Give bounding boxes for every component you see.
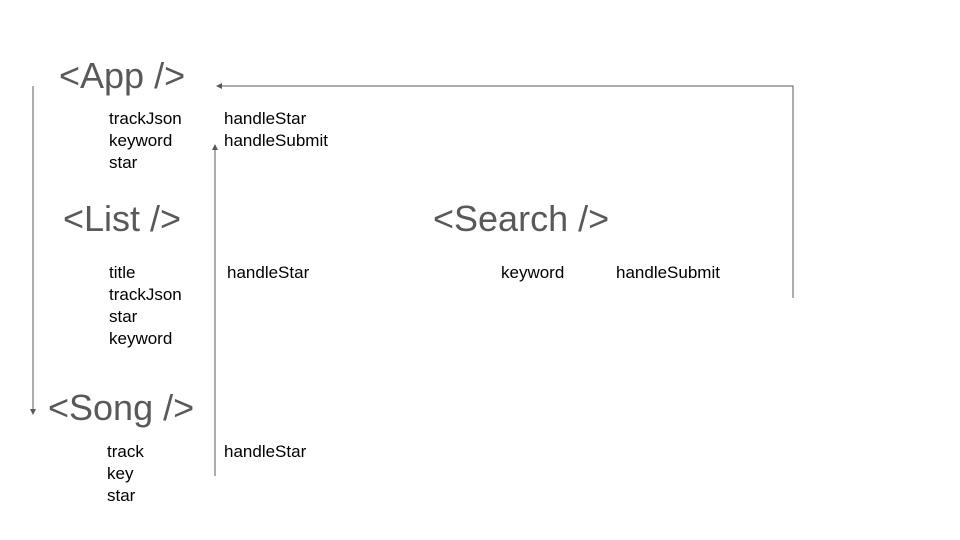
list-handler: handleStar [227,263,310,282]
list-prop: trackJson [109,285,182,304]
list-prop: keyword [109,329,173,348]
song-prop: key [107,464,134,483]
list-prop: title [109,263,136,282]
search-prop: keyword [501,263,565,282]
app-prop: trackJson [109,109,182,128]
song-handlers: handleStar [224,441,306,463]
song-props: track key star [107,441,144,507]
song-prop: star [107,486,136,505]
search-handler: handleSubmit [616,263,720,282]
search-handlers: handleSubmit [616,262,720,284]
list-prop: star [109,307,138,326]
search-node-title: <Search /> [433,198,610,239]
app-prop: star [109,153,138,172]
list-handlers: handleStar [227,262,309,284]
song-node-title: <Song /> [48,387,195,428]
list-props: title trackJson star keyword [109,262,182,350]
search-props: keyword [501,262,564,284]
song-handler: handleStar [224,442,307,461]
app-node-title: <App /> [59,55,186,96]
app-prop: keyword [109,131,173,150]
app-handler: handleSubmit [224,131,328,150]
song-prop: track [107,442,144,461]
app-handler: handleStar [224,109,307,128]
list-node-title: <List /> [63,198,182,239]
app-handlers: handleStar handleSubmit [224,108,328,152]
app-props: trackJson keyword star [109,108,182,174]
